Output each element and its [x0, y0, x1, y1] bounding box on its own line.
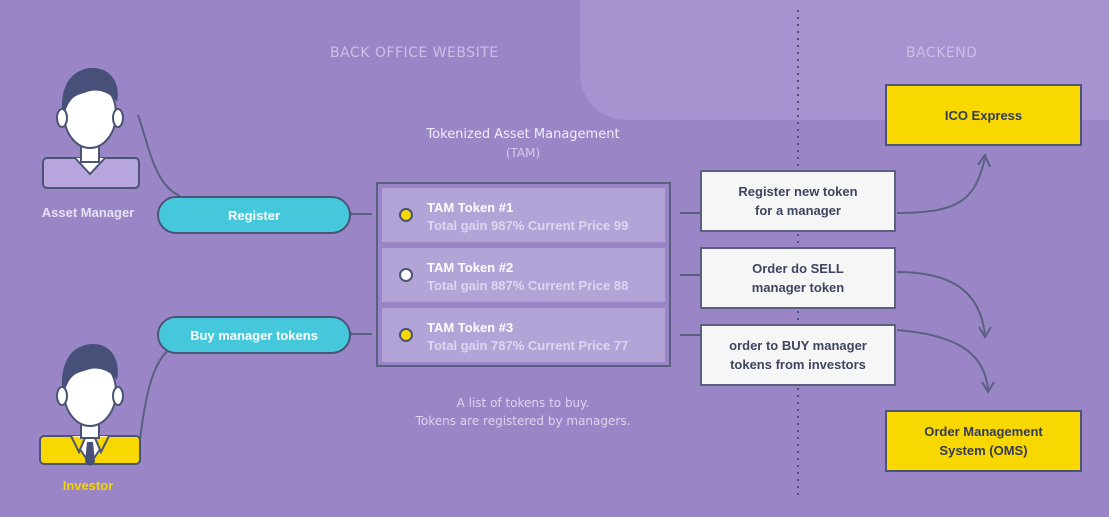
sell-order-request: Order do SELL manager token: [700, 247, 896, 309]
token-name: TAM Token #1: [427, 200, 514, 215]
register-button[interactable]: Register: [157, 196, 351, 234]
sell-order-request-line1: Order do SELL: [752, 261, 844, 276]
token-item[interactable]: TAM Token #2 Total gain 887% Current Pri…: [382, 248, 665, 302]
token-list-note: A list of tokens to buy. Tokens are regi…: [383, 394, 663, 430]
token-name: TAM Token #3: [427, 320, 514, 335]
token-stats: Total gain 987% Current Price 99: [427, 218, 629, 233]
oms-box: Order Management System (OMS): [885, 410, 1082, 472]
sell-order-request-line2: manager token: [751, 280, 845, 295]
token-stats: Total gain 787% Current Price 77: [427, 338, 629, 353]
background-highlight-round: [580, 28, 700, 120]
back-office-label: BACK OFFICE WEBSITE: [330, 45, 499, 61]
token-status-dot: [399, 328, 413, 342]
oms-box-line2: System (OMS): [939, 443, 1028, 458]
register-token-request: Register new token for a manager: [700, 170, 896, 232]
token-status-dot: [399, 208, 413, 222]
token-status-dot: [399, 268, 413, 282]
token-stats: Total gain 887% Current Price 88: [427, 278, 629, 293]
asset-manager-avatar: [42, 68, 140, 189]
buy-manager-tokens-button[interactable]: Buy manager tokens: [157, 316, 351, 354]
register-token-request-line2: for a manager: [755, 203, 841, 218]
register-token-request-line1: Register new token: [738, 184, 858, 199]
tam-heading: Tokenized Asset Management: [426, 127, 620, 142]
buy-order-request-line1: order to BUY manager: [729, 338, 867, 353]
ico-express-box: ICO Express: [885, 84, 1082, 146]
asset-manager-label: Asset Manager: [41, 205, 135, 220]
token-item[interactable]: TAM Token #3 Total gain 787% Current Pri…: [382, 308, 665, 362]
token-list-note-line1: A list of tokens to buy.: [456, 396, 590, 410]
token-item[interactable]: TAM Token #1 Total gain 987% Current Pri…: [382, 188, 665, 242]
oms-box-line1: Order Management: [924, 424, 1043, 439]
token-list-note-line2: Tokens are registered by managers.: [415, 414, 631, 428]
token-name: TAM Token #2: [427, 260, 514, 275]
investor-label: Investor: [62, 478, 114, 493]
token-list: [376, 182, 671, 367]
backend-label: BACKEND: [906, 45, 978, 61]
buy-order-request-line2: tokens from investors: [730, 357, 866, 372]
tam-subheading: (TAM): [505, 146, 541, 160]
investor-avatar: [39, 344, 141, 466]
buy-order-request: order to BUY manager tokens from investo…: [700, 324, 896, 386]
